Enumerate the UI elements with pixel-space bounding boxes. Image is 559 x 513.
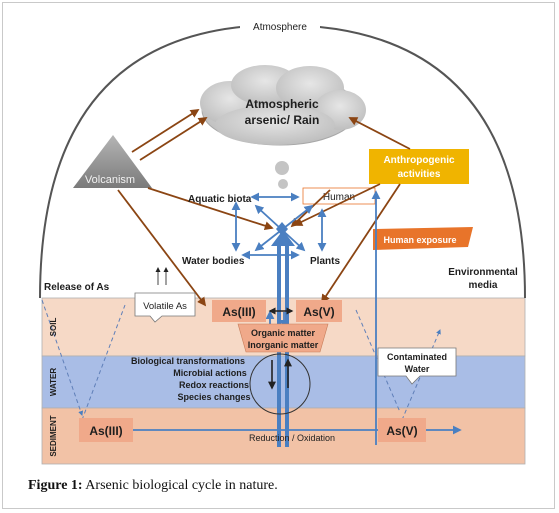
process-label-3: Redox reactions <box>179 380 249 390</box>
human-exposure-flag <box>373 227 473 250</box>
atmospheric-arsenic-cloud <box>200 65 366 189</box>
anthropogenic-line2: activities <box>398 169 441 180</box>
figure-frame <box>2 2 555 509</box>
atmosphere-label-bg <box>240 16 320 34</box>
volcanism-label: Volcanism <box>85 174 135 186</box>
cloud-title-line1: Atmospheric <box>245 97 319 111</box>
figure-caption: Figure 1: Arsenic biological cycle in na… <box>28 478 278 494</box>
release-of-as-label: Release of As <box>44 282 110 293</box>
as5-sediment-label: As(V) <box>386 424 417 438</box>
volatile-as-callout <box>134 292 196 323</box>
as3-sediment-label: As(III) <box>89 424 122 438</box>
caption-text: Arsenic biological cycle in nature. <box>82 478 278 493</box>
process-label-4: Species changes <box>177 392 250 402</box>
human-exposure-label: Human exposure <box>383 235 456 245</box>
contaminated-water-callout <box>377 347 457 385</box>
volcano-icon <box>73 135 152 188</box>
central-column-arrowhead <box>271 230 295 246</box>
plants-label: Plants <box>310 256 340 267</box>
process-label-1: Biological transformations <box>131 356 245 366</box>
cloud-title-line2: arsenic/ Rain <box>245 113 320 127</box>
human-label: Human <box>323 192 355 203</box>
as3-soil-label: As(III) <box>222 305 255 319</box>
caption-label: Figure 1: <box>28 478 83 493</box>
atmosphere-label: Atmosphere <box>253 22 307 33</box>
sediment-layer-label: SEDIMENT <box>49 415 58 456</box>
process-circle <box>249 353 311 415</box>
as5-soil-box <box>296 300 342 322</box>
aquatic-biota-label: Aquatic biota <box>188 194 252 205</box>
water-bodies-label: Water bodies <box>182 256 245 267</box>
as3-sediment-box <box>79 418 133 442</box>
contaminated-water-line1: Contaminated <box>387 352 447 362</box>
process-label-2: Microbial actions <box>173 368 247 378</box>
organic-matter-box <box>237 323 329 353</box>
as5-sediment-box <box>378 418 426 442</box>
soil-layer-label: SOIL <box>49 318 58 337</box>
anthropogenic-activities-box <box>369 149 469 184</box>
as3-soil-box <box>212 300 266 322</box>
hub-node <box>276 222 288 236</box>
inorganic-matter-label: Inorganic matter <box>248 340 319 350</box>
volatile-as-label: Volatile As <box>143 301 187 312</box>
as5-soil-label: As(V) <box>303 305 334 319</box>
anthropogenic-line1: Anthropogenic <box>383 155 455 166</box>
volatile-arrows <box>155 267 169 285</box>
water-layer-label: WATER <box>49 368 58 397</box>
dashed-release-paths <box>41 299 441 421</box>
sediment-layer <box>41 407 526 465</box>
contaminated-water-line2: Water <box>405 364 430 374</box>
environmental-media-line2: media <box>469 280 498 291</box>
reduction-oxidation-label: Reduction / Oxidation <box>249 433 335 443</box>
environmental-media-line1: Environmental <box>448 267 518 278</box>
organic-matter-label: Organic matter <box>251 328 316 338</box>
